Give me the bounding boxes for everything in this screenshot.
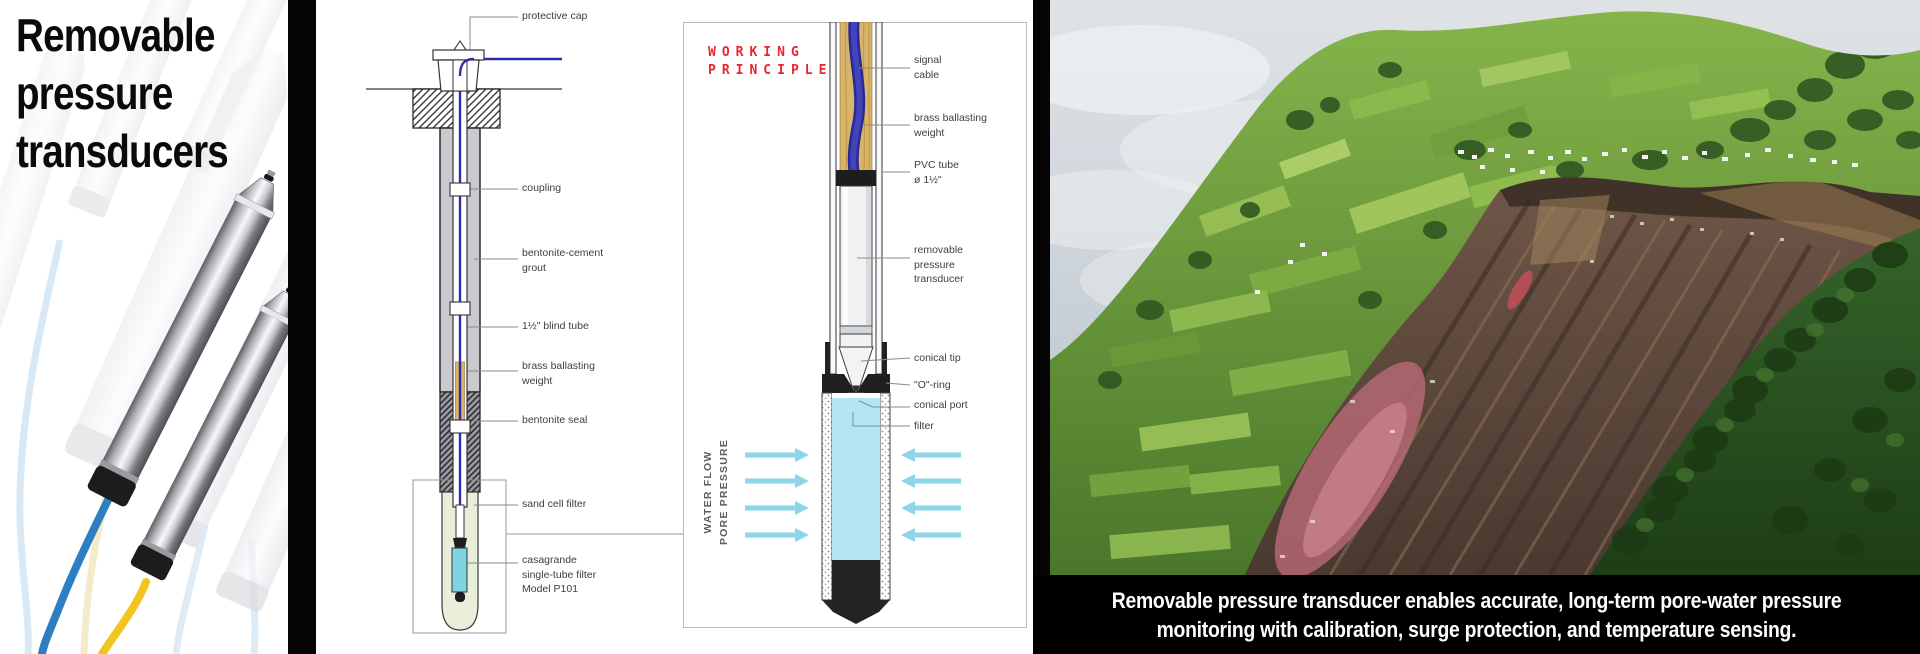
- caption-line: Removable pressure transducer enables ac…: [1111, 587, 1842, 613]
- label-conical-tip: conical tip: [914, 352, 961, 364]
- label-conical-port: conical port: [914, 399, 968, 411]
- working-principle-diagram: [745, 22, 961, 624]
- working-principle-title: WORKING PRINCIPLE: [708, 45, 833, 78]
- label-blind-tube: 1½" blind tube: [522, 320, 589, 332]
- label-pore-pressure: PORE PRESSURE: [718, 438, 730, 546]
- page-title: Removable pressure transducers: [16, 6, 268, 180]
- label-filter: filter: [914, 420, 934, 432]
- product-photo-transducers: [0, 0, 288, 654]
- landslide-photo: [1050, 0, 1920, 575]
- divider-left: [288, 0, 316, 654]
- divider-right: [1033, 0, 1050, 654]
- caption-line: monitoring with calibration, surge prote…: [1156, 616, 1797, 642]
- title-line: transducers: [16, 125, 229, 177]
- label-coupling: coupling: [522, 182, 562, 194]
- borehole-diagram: [366, 16, 683, 634]
- title-line: pressure: [16, 67, 173, 119]
- label-o-ring: "O"-ring: [914, 379, 951, 391]
- label-sand-cell-filter: sand cell filter: [522, 498, 587, 510]
- label-water-flow: WATER FLOW: [702, 450, 714, 534]
- label-bentonite-seal: bentonite seal: [522, 414, 588, 426]
- label-protective-cap: protective cap: [522, 10, 588, 22]
- title-line: Removable: [16, 9, 215, 61]
- photo-caption: Removable pressure transducer enables ac…: [1033, 575, 1920, 654]
